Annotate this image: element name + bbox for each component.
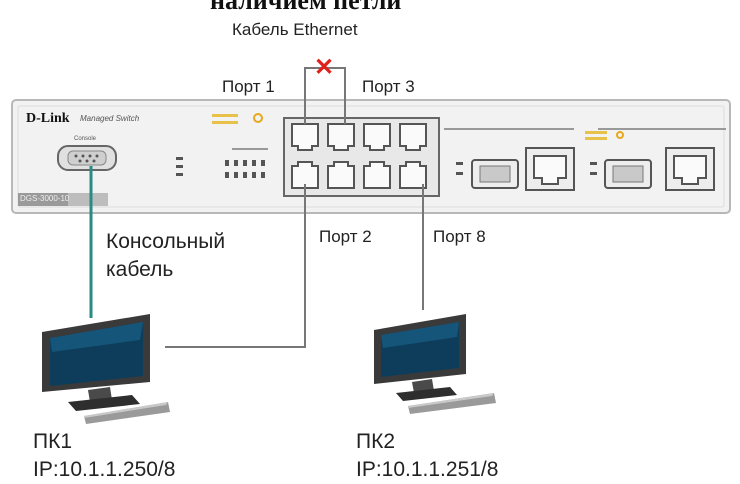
switch-model-plate: DGS-3000-10 (20, 194, 70, 203)
pc2-computer (374, 314, 496, 414)
pc2-name: ПК2 (356, 430, 396, 453)
port8-label: Порт 8 (433, 227, 486, 246)
pc2-ip: IP:10.1.1.251/8 (356, 458, 499, 481)
loop-cable (304, 67, 346, 124)
console-port-label: Console (74, 136, 97, 142)
pc1-computer (42, 314, 170, 424)
combo-ports (444, 128, 726, 191)
ethernet-cable-label: Кабель Ethernet (232, 20, 358, 39)
pc1-ip: IP:10.1.1.250/8 (33, 458, 176, 481)
diagram-heading: наличием петли (210, 0, 402, 15)
console-cable-label-line2: кабель (106, 258, 174, 281)
console-cable-label-line1: Консольный (106, 230, 226, 253)
loop-mark-icon: ✕ (314, 54, 335, 81)
port2-cable (165, 184, 306, 348)
switch-brand: D-Link (26, 111, 70, 126)
port1-label: Порт 1 (222, 77, 275, 96)
console-port (57, 145, 117, 171)
switch-model-text: Managed Switch (80, 114, 140, 123)
pc1-name: ПК1 (33, 430, 73, 453)
status-leds (176, 148, 268, 178)
ethernet-port-block (283, 117, 440, 197)
port2-label: Порт 2 (319, 227, 372, 246)
port3-label: Порт 3 (362, 77, 415, 96)
legend-marks (212, 113, 624, 140)
